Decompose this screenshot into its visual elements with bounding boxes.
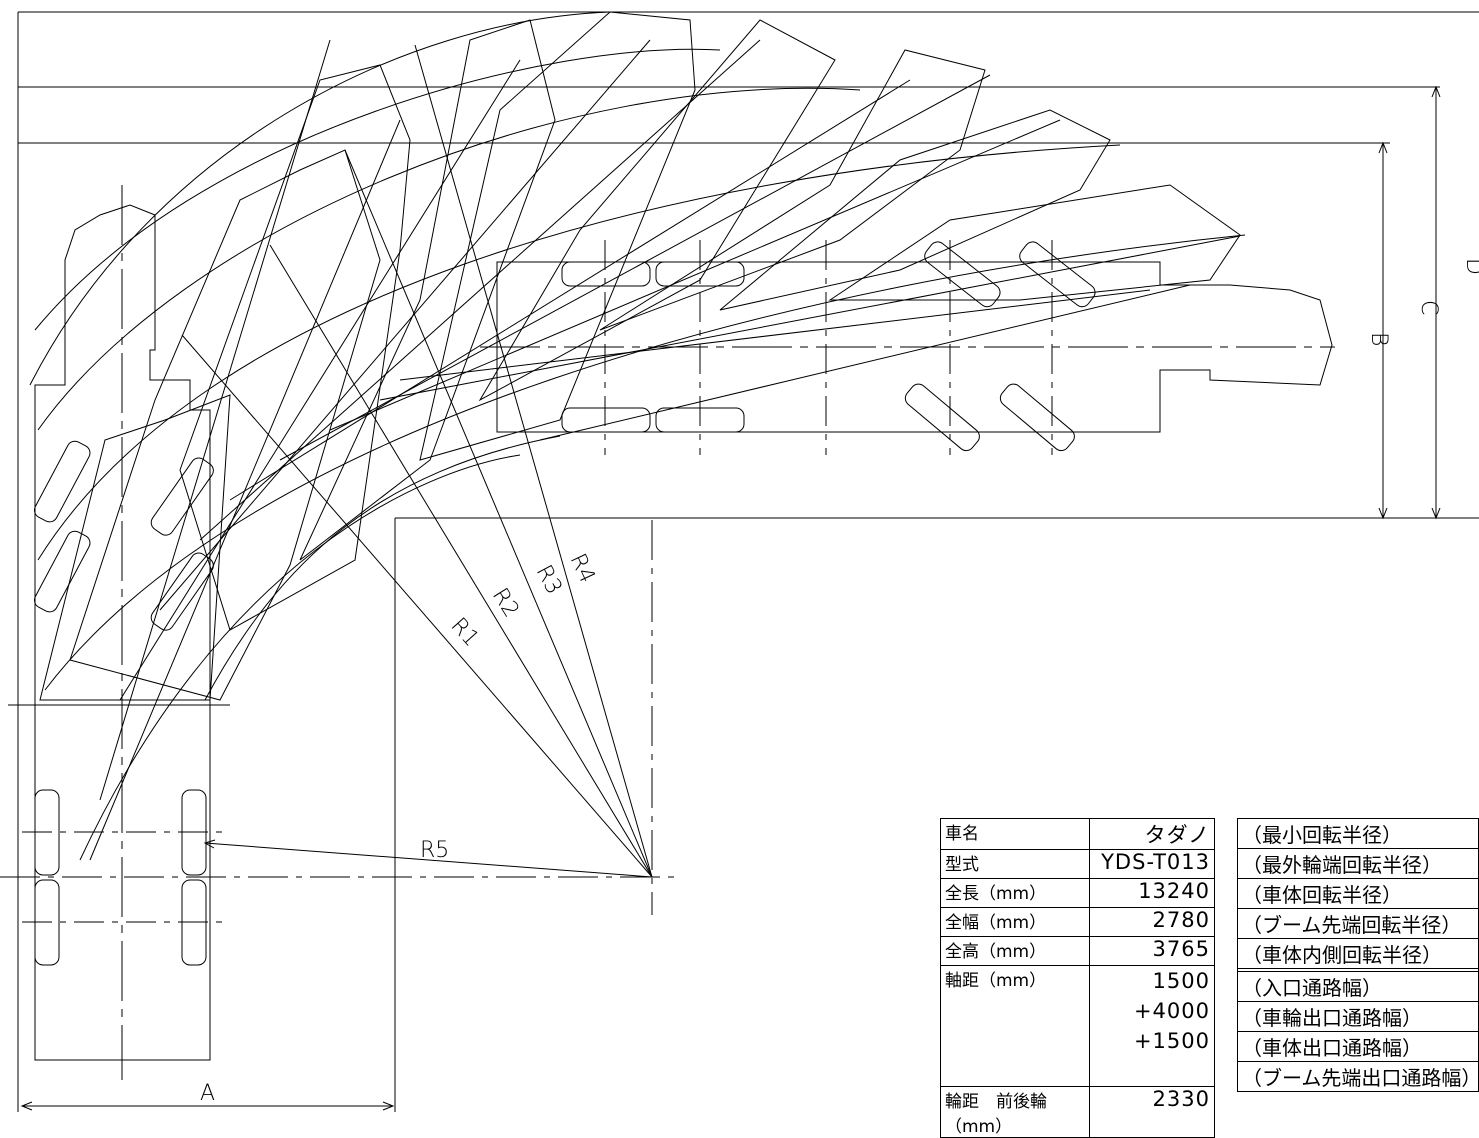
spec-row: 全幅（mm） 2780 [940,907,1215,937]
radius-label: （最外輪端回転半径） [1237,848,1479,879]
radius-label: （ブーム先端回転半径） [1237,908,1479,939]
spec-row: 全長（mm） 13240 [940,878,1215,908]
spec-key: 型式 [940,849,1090,879]
spec-key: 全幅（mm） [940,907,1090,937]
dim-arrows-d [1431,85,1441,520]
label-r4: R4 [565,550,600,587]
crane-position-9 [828,184,1241,301]
radius-label: （入口通路幅） [1237,971,1479,1002]
radius-line-r5 [204,842,653,878]
arc-inner-b [204,435,561,701]
radius-row: （入口通路幅） [1237,971,1479,1002]
crane-position-2 [69,149,381,701]
radius-line-r3 [344,149,653,878]
label-d: D [1461,258,1479,275]
label-b: B [1366,332,1391,346]
spec-row: 型式 YDS-T013 [940,849,1215,879]
spec-row: 全高（mm） 3765 [940,936,1215,966]
spec-value: 1500 +4000 +1500 [1089,965,1215,1087]
spec-value: 13240 [1089,878,1215,908]
turning-radius-table: （最小回転半径） （最外輪端回転半径） （車体回転半径） （ブーム先端回転半径）… [1237,818,1479,1092]
arc-inner-a [79,454,521,861]
crane-position-4 [299,19,556,561]
radius-row: （ブーム先端出口通路幅） [1237,1061,1479,1092]
radius-row: （車輪出口通路幅） [1237,1001,1479,1032]
arc-r2 [37,144,1121,561]
arc-r3 [37,87,861,431]
turning-path-drawing: A B C D R1 R2 R3 R4 R5 [0,11,1479,1112]
radius-label: （車体出口通路幅） [1237,1031,1479,1062]
crane-final-position [480,240,1335,455]
radius-label: （ブーム先端出口通路幅） [1237,1061,1479,1092]
label-r3: R3 [531,561,567,599]
spec-key: 車名 [940,818,1090,850]
crane-start-position [22,185,225,1080]
arrow-r5 [203,839,216,849]
spec-value: 2330 [1089,1086,1215,1138]
radius-label: （車輪出口通路幅） [1237,1001,1479,1032]
spec-key: 全長（mm） [940,878,1090,908]
arc-r4 [34,48,721,331]
spec-value: タダノ [1089,818,1215,850]
crane-position-1 [39,394,231,701]
spec-key: 軸距（mm） [940,965,1090,1087]
label-r5: R5 [420,838,449,863]
crane-position-3 [179,64,411,631]
radius-row: （車体出口通路幅） [1237,1031,1479,1062]
crane-position-5 [419,11,696,461]
spec-value: YDS-T013 [1089,849,1215,879]
vehicle-spec-table: 車名 タダノ 型式 YDS-T013 全長（mm） 13240 全幅（mm） 2… [940,818,1215,1138]
crane-position-7 [599,49,986,331]
crane-position-8 [719,109,1111,311]
crane-position-6 [478,19,836,402]
label-r2: R2 [487,584,524,622]
radius-row: （最外輪端回転半径） [1237,848,1479,879]
radius-row: （車体回転半径） [1237,878,1479,909]
spec-key: 全高（mm） [940,936,1090,966]
radius-label: （最小回転半径） [1237,818,1479,849]
radius-line-r2 [269,244,653,878]
spec-value: 3765 [1089,936,1215,966]
label-a: A [200,1081,215,1106]
radius-row: （ブーム先端回転半径） [1237,908,1479,939]
spec-key: 輪距 前後輪（mm） [940,1086,1090,1138]
label-c: C [1416,300,1441,315]
spec-row: 車名 タダノ [940,818,1215,850]
arc-r1 [44,234,1246,691]
spec-row: 輪距 前後輪（mm） 2330 [940,1086,1215,1138]
radius-label: （車体内側回転半径） [1237,938,1479,969]
spec-value: 2780 [1089,907,1215,937]
radius-label: （車体回転半径） [1237,878,1479,909]
radius-row: （最小回転半径） [1237,818,1479,849]
dim-arrows-b [1378,141,1388,520]
arc-outer-boom [29,11,611,386]
spec-row: 軸距（mm） 1500 +4000 +1500 [940,965,1215,1087]
radius-line-r1 [181,334,653,878]
radius-row: （車体内側回転半径） [1237,938,1479,969]
dim-arrows-a [20,1101,395,1111]
radius-line-r4 [414,44,653,878]
